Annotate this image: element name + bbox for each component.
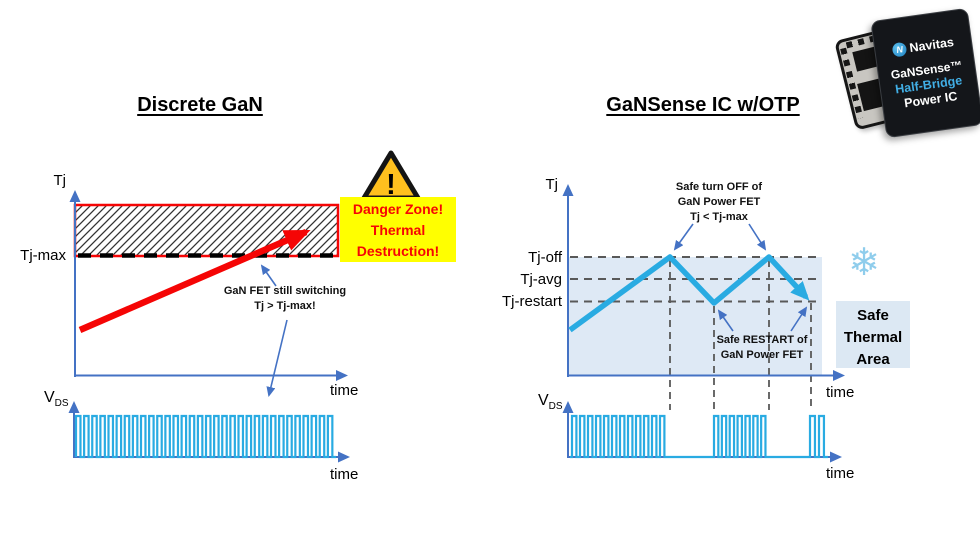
right-vds-chart <box>562 401 842 463</box>
danger-line3: Destruction! <box>356 243 440 259</box>
right-tj-axis-label: Tj <box>545 176 559 193</box>
warning-exclamation: ! <box>386 169 396 201</box>
left-tj-chart: ! <box>69 150 421 397</box>
navitas-logo-icon: N <box>891 41 908 58</box>
restartnote-arrow-valley1 <box>717 309 734 332</box>
note-arrow-to-waveform <box>266 319 288 397</box>
danger-zone-hatch <box>73 203 340 258</box>
note-arrow-to-tjmax <box>260 264 277 287</box>
left-vds-waveform <box>74 414 336 459</box>
offnote-arrow-peak1 <box>673 223 694 251</box>
safe-thermal-area-callout: Safe Thermal Area <box>836 301 910 368</box>
navitas-chip-image: N Navitas GaNSense™ Half-Bridge Power IC <box>834 6 980 142</box>
right-vds-v: V <box>538 392 549 409</box>
safe-restart-line2: GaN Power FET <box>720 348 804 361</box>
safe-turnoff-line3: Tj < Tj-max <box>690 210 748 223</box>
left-vds-time-label: time <box>330 466 359 483</box>
snowflake-icon: ❄ <box>848 242 880 284</box>
tj-regulation-zigzag <box>568 254 810 333</box>
left-tj-axis-label: Tj <box>53 172 67 189</box>
left-panel-title: Discrete GaN <box>137 94 263 116</box>
danger-zone-callout: Danger Zone! Thermal Destruction! <box>340 197 456 262</box>
safe-turnoff-line1: Safe turn OFF of <box>675 181 763 193</box>
safe-area-line1: Safe <box>857 307 889 324</box>
left-vds-axis-label: VDS <box>44 389 69 409</box>
temperature-rise-arrow <box>78 229 311 333</box>
left-vds-v: V <box>44 389 55 406</box>
tjrestart-label: Tj-restart <box>502 293 562 310</box>
right-tj-chart <box>562 184 845 410</box>
danger-line1: Danger Zone! <box>352 201 444 217</box>
switching-note: GaN FET still switching Tj > Tj-max! <box>196 284 374 314</box>
danger-line2: Thermal <box>370 222 426 238</box>
warning-icon: ! <box>361 150 421 201</box>
right-vds-waveform <box>570 414 828 459</box>
right-time-label: time <box>826 384 855 401</box>
safe-turnoff-line2: GaN Power FET <box>677 195 761 208</box>
switching-note-line1: GaN FET still switching <box>223 285 347 297</box>
safe-turnoff-note: Safe turn OFF of GaN Power FET Tj < Tj-m… <box>644 180 794 225</box>
safe-area-line2: Thermal <box>843 328 903 346</box>
restartnote-arrow-valley2 <box>790 306 808 332</box>
safe-area-line3: Area <box>856 350 890 368</box>
tjmax-label: Tj-max <box>20 247 66 264</box>
offnote-arrow-peak2 <box>748 223 767 251</box>
left-vds-sub: DS <box>54 398 69 409</box>
tjavg-label: Tj-avg <box>520 271 562 288</box>
right-vds-axis-label: VDS <box>538 392 563 412</box>
right-vds-time-label: time <box>826 465 855 482</box>
tjoff-label: Tj-off <box>528 249 562 266</box>
left-time-label: time <box>330 382 359 399</box>
safe-shaded-region <box>569 257 822 376</box>
right-vds-sub: DS <box>548 401 563 412</box>
chip-brand-name: Navitas <box>908 35 955 56</box>
chip-brand-row: N Navitas <box>891 35 955 58</box>
chip-front-side: N Navitas GaNSense™ Half-Bridge Power IC <box>870 7 980 139</box>
safe-restart-note: Safe RESTART of GaN Power FET <box>692 333 832 363</box>
right-panel-title: GaNSense IC w/OTP <box>606 94 800 116</box>
switching-note-line2: Tj > Tj-max! <box>254 299 316 312</box>
left-vds-chart <box>68 401 350 463</box>
safe-restart-line1: Safe RESTART of <box>716 334 808 346</box>
